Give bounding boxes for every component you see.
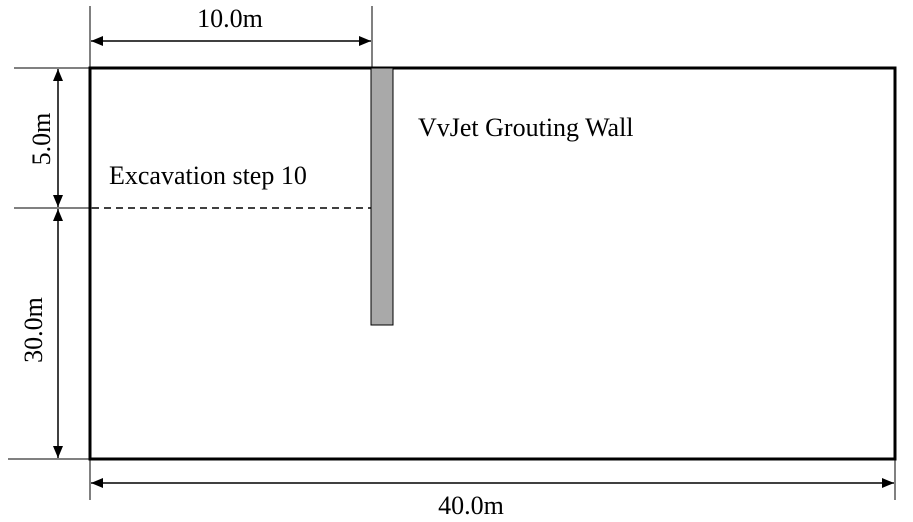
soil-domain-boundary bbox=[88, 66, 897, 461]
upper-depth-label: 5.0m bbox=[27, 113, 56, 166]
lower-depth-label: 30.0m bbox=[19, 297, 48, 363]
wall-label: VvJet Grouting Wall bbox=[418, 113, 634, 142]
top-width-label: 10.0m bbox=[197, 4, 263, 33]
total-width-label: 40.0m bbox=[438, 491, 504, 520]
grouting-wall bbox=[370, 67, 394, 326]
excavation-step-label: Excavation step 10 bbox=[109, 161, 307, 190]
